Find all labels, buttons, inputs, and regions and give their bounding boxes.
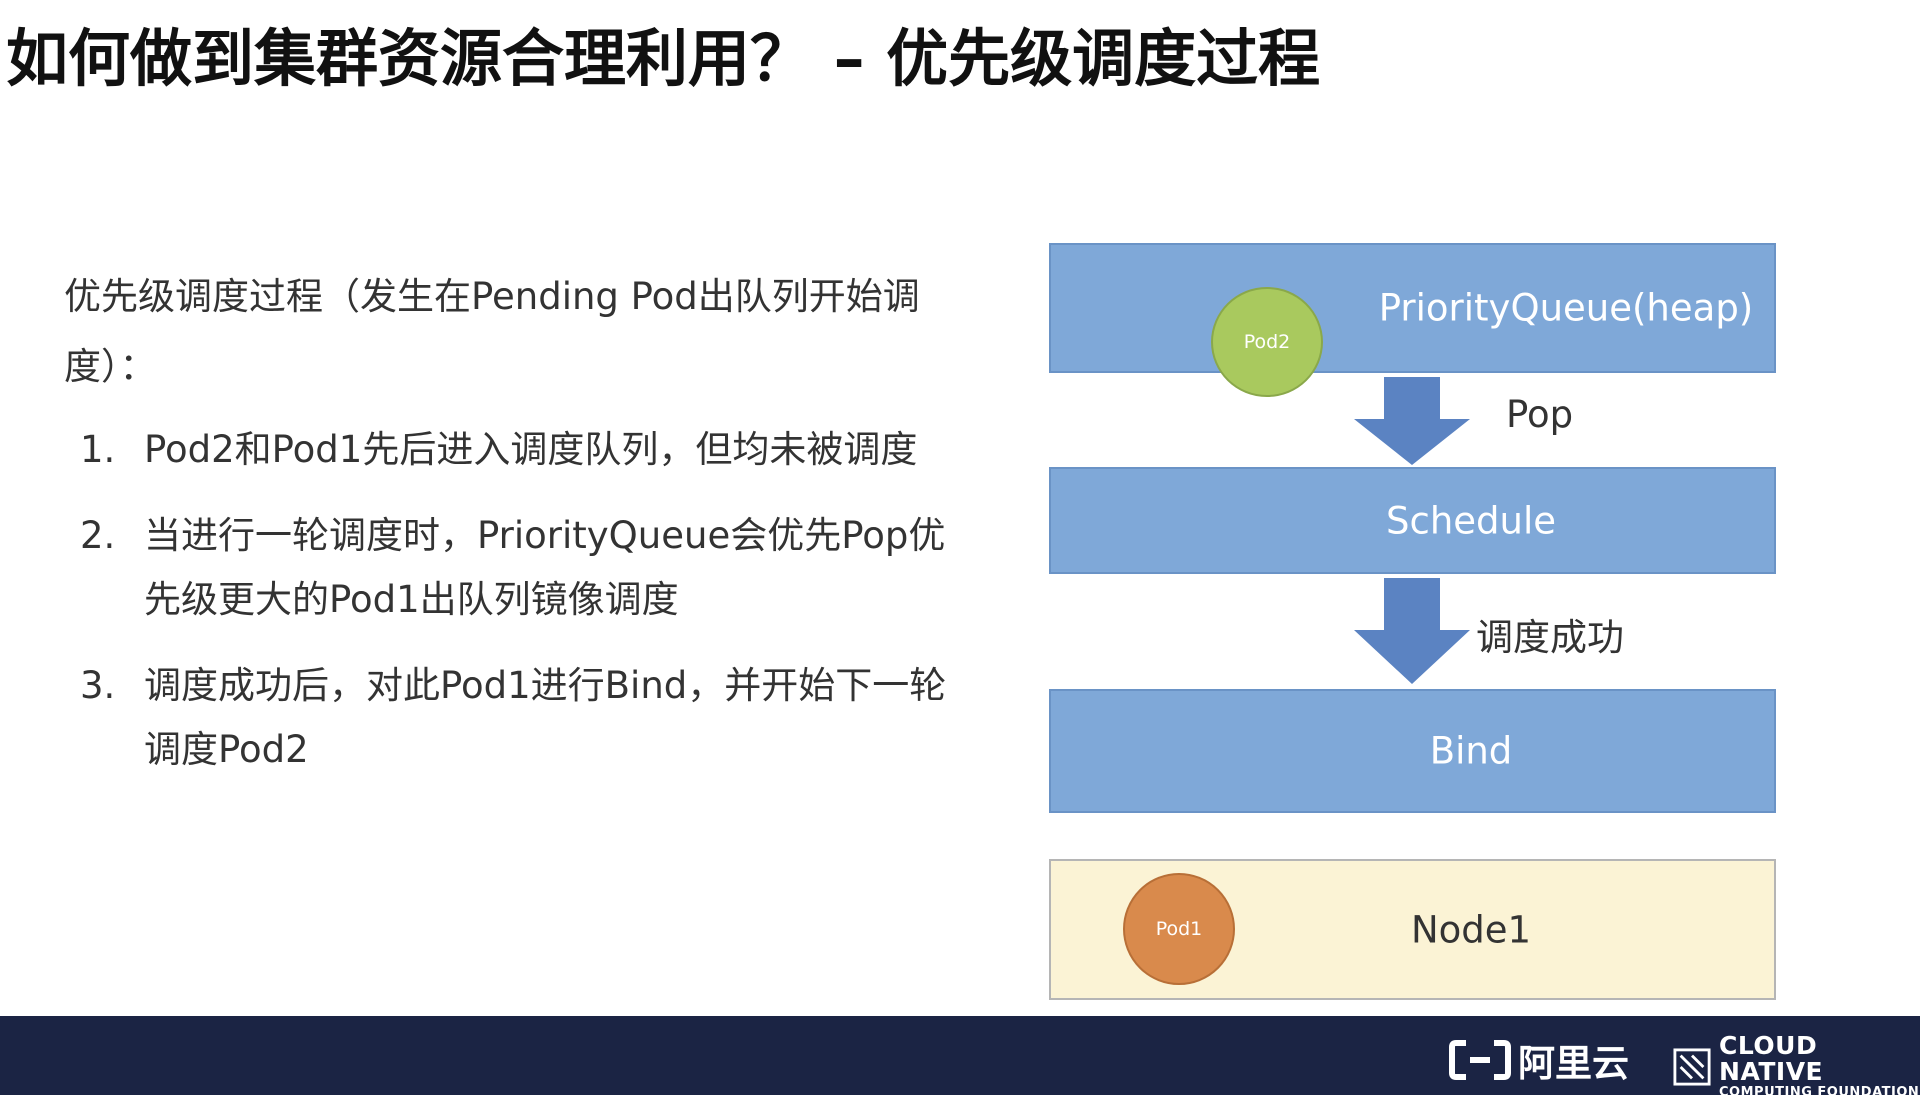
schedule-box: Schedule bbox=[1049, 467, 1776, 574]
pod2-circle: Pod2 bbox=[1211, 287, 1323, 397]
pop-arrow-icon bbox=[1354, 377, 1470, 465]
schedule-success-label: 调度成功 bbox=[1476, 616, 1624, 659]
cncf-logo: CLOUD NATIVE COMPUTING FOUNDATION bbox=[1673, 1033, 1920, 1100]
step-item: 2. 当进行一轮调度时，PriorityQueue会优先Pop优先级更大的Pod… bbox=[80, 504, 960, 632]
slide-title: 如何做到集群资源合理利用？ – 优先级调度过程 bbox=[6, 22, 1321, 95]
footer-bar: 阿里云 CLOUD NATIVE COMPUTING FOUNDATION bbox=[0, 1016, 1920, 1100]
priority-queue-label: PriorityQueue(heap) bbox=[1378, 286, 1754, 330]
step-number: 3. bbox=[80, 664, 116, 707]
pop-label: Pop bbox=[1506, 393, 1574, 436]
aliyun-text: 阿里云 bbox=[1518, 1042, 1629, 1085]
aliyun-logo: 阿里云 bbox=[1448, 1033, 1629, 1087]
cncf-line2: COMPUTING FOUNDATION bbox=[1719, 1085, 1920, 1100]
step-number: 1. bbox=[80, 428, 116, 471]
step-text: Pod2和Pod1先后进入调度队列，但均未被调度 bbox=[144, 428, 918, 471]
schedule-success-arrow-icon bbox=[1354, 578, 1470, 684]
node1-label: Node1 bbox=[1410, 908, 1532, 951]
pod1-circle: Pod1 bbox=[1123, 873, 1235, 985]
step-number: 2. bbox=[80, 514, 116, 557]
priority-queue-box: PriorityQueue(heap) bbox=[1049, 243, 1776, 373]
step-list: 1. Pod2和Pod1先后进入调度队列，但均未被调度 2. 当进行一轮调度时，… bbox=[80, 418, 960, 804]
pod1-label: Pod1 bbox=[1155, 918, 1203, 940]
intro-text: 优先级调度过程（发生在Pending Pod出队列开始调度）： bbox=[64, 275, 920, 388]
step-item: 3. 调度成功后，对此Pod1进行Bind，并开始下一轮调度Pod2 bbox=[80, 654, 960, 782]
schedule-label: Schedule bbox=[1385, 499, 1557, 542]
step-item: 1. Pod2和Pod1先后进入调度队列，但均未被调度 bbox=[80, 418, 960, 482]
pod2-label: Pod2 bbox=[1243, 331, 1291, 353]
step-text: 当进行一轮调度时，PriorityQueue会优先Pop优先级更大的Pod1出队… bbox=[144, 514, 946, 621]
aliyun-mark-icon bbox=[1449, 1040, 1511, 1080]
cncf-line1: CLOUD NATIVE bbox=[1719, 1031, 1824, 1086]
cncf-mark-icon bbox=[1673, 1047, 1711, 1086]
bind-label: Bind bbox=[1429, 729, 1513, 773]
step-text: 调度成功后，对此Pod1进行Bind，并开始下一轮调度Pod2 bbox=[144, 664, 947, 771]
bind-box: Bind bbox=[1049, 689, 1776, 813]
